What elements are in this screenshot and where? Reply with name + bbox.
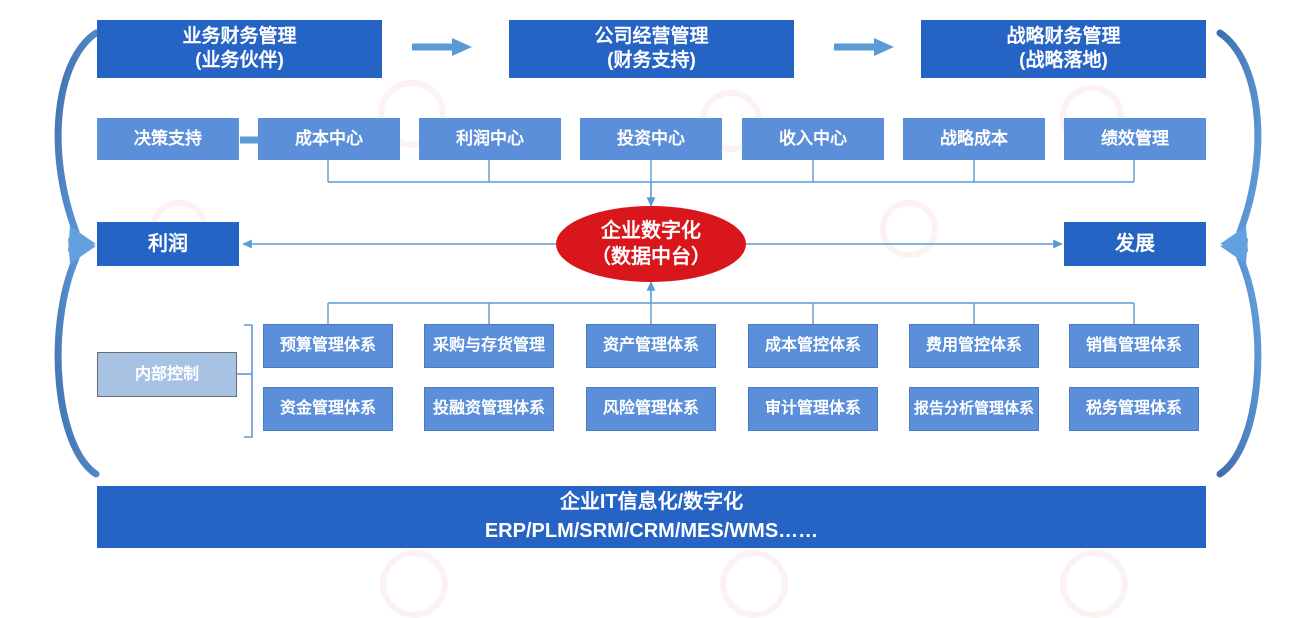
center-box-performance-management[interactable]: 绩效管理: [1064, 118, 1206, 160]
system-box-report-analysis[interactable]: 报告分析管理体系: [909, 387, 1039, 431]
title-line-2: (业务伙伴): [195, 50, 284, 71]
system-box-tax[interactable]: 税务管理体系: [1069, 387, 1199, 431]
center-box-profit-center[interactable]: 利润中心: [419, 118, 561, 160]
center-box-investment-center[interactable]: 投资中心: [580, 118, 722, 160]
system-box-budget[interactable]: 预算管理体系: [263, 324, 393, 368]
outcome-box-profit[interactable]: 利润: [97, 222, 239, 266]
title-box-strategic-finance[interactable]: 战略财务管理 (战略落地): [921, 20, 1206, 78]
system-box-audit[interactable]: 审计管理体系: [748, 387, 878, 431]
hub-enterprise-digitalization[interactable]: 企业数字化 （数据中台）: [556, 206, 746, 282]
right-arrow-icon: [834, 38, 894, 56]
diagram-canvas: 业务财务管理 (业务伙伴) 公司经营管理 (财务支持) 战略财务管理 (战略落地…: [54, 20, 1262, 618]
system-box-expense-control[interactable]: 费用管控体系: [909, 324, 1039, 368]
title-line-1: 业务财务管理: [182, 26, 297, 48]
system-box-risk[interactable]: 风险管理体系: [586, 387, 716, 431]
system-box-investment-financing[interactable]: 投融资管理体系: [424, 387, 554, 431]
title-box-business-finance[interactable]: 业务财务管理 (业务伙伴): [97, 20, 382, 78]
title-line-1: 公司经营管理: [594, 26, 709, 48]
footer-line-2: ERP/PLM/SRM/CRM/MES/WMS……: [484, 520, 819, 542]
title-line-1: 战略财务管理: [1006, 26, 1121, 48]
title-line-2: (战略落地): [1019, 50, 1108, 71]
system-box-procurement-inventory[interactable]: 采购与存货管理: [424, 324, 554, 368]
outcome-box-development[interactable]: 发展: [1064, 222, 1206, 266]
system-box-funds[interactable]: 资金管理体系: [263, 387, 393, 431]
center-box-revenue-center[interactable]: 收入中心: [742, 118, 884, 160]
hub-line-2: （数据中台）: [591, 246, 711, 268]
center-box-decision-support[interactable]: 决策支持: [97, 118, 239, 160]
title-line-2: (财务支持): [607, 50, 696, 71]
hub-line-1: 企业数字化: [601, 220, 701, 242]
center-box-strategic-cost[interactable]: 战略成本: [903, 118, 1045, 160]
footer-line-1: 企业IT信息化/数字化: [559, 491, 744, 513]
system-box-sales[interactable]: 销售管理体系: [1069, 324, 1199, 368]
center-box-cost-center[interactable]: 成本中心: [258, 118, 400, 160]
footer-banner-it-systems[interactable]: 企业IT信息化/数字化 ERP/PLM/SRM/CRM/MES/WMS……: [97, 486, 1206, 548]
title-box-company-operations[interactable]: 公司经营管理 (财务支持): [509, 20, 794, 78]
system-box-asset[interactable]: 资产管理体系: [586, 324, 716, 368]
internal-control-box[interactable]: 内部控制: [97, 352, 237, 397]
right-arrow-icon: [412, 38, 472, 56]
system-box-cost-control[interactable]: 成本管控体系: [748, 324, 878, 368]
